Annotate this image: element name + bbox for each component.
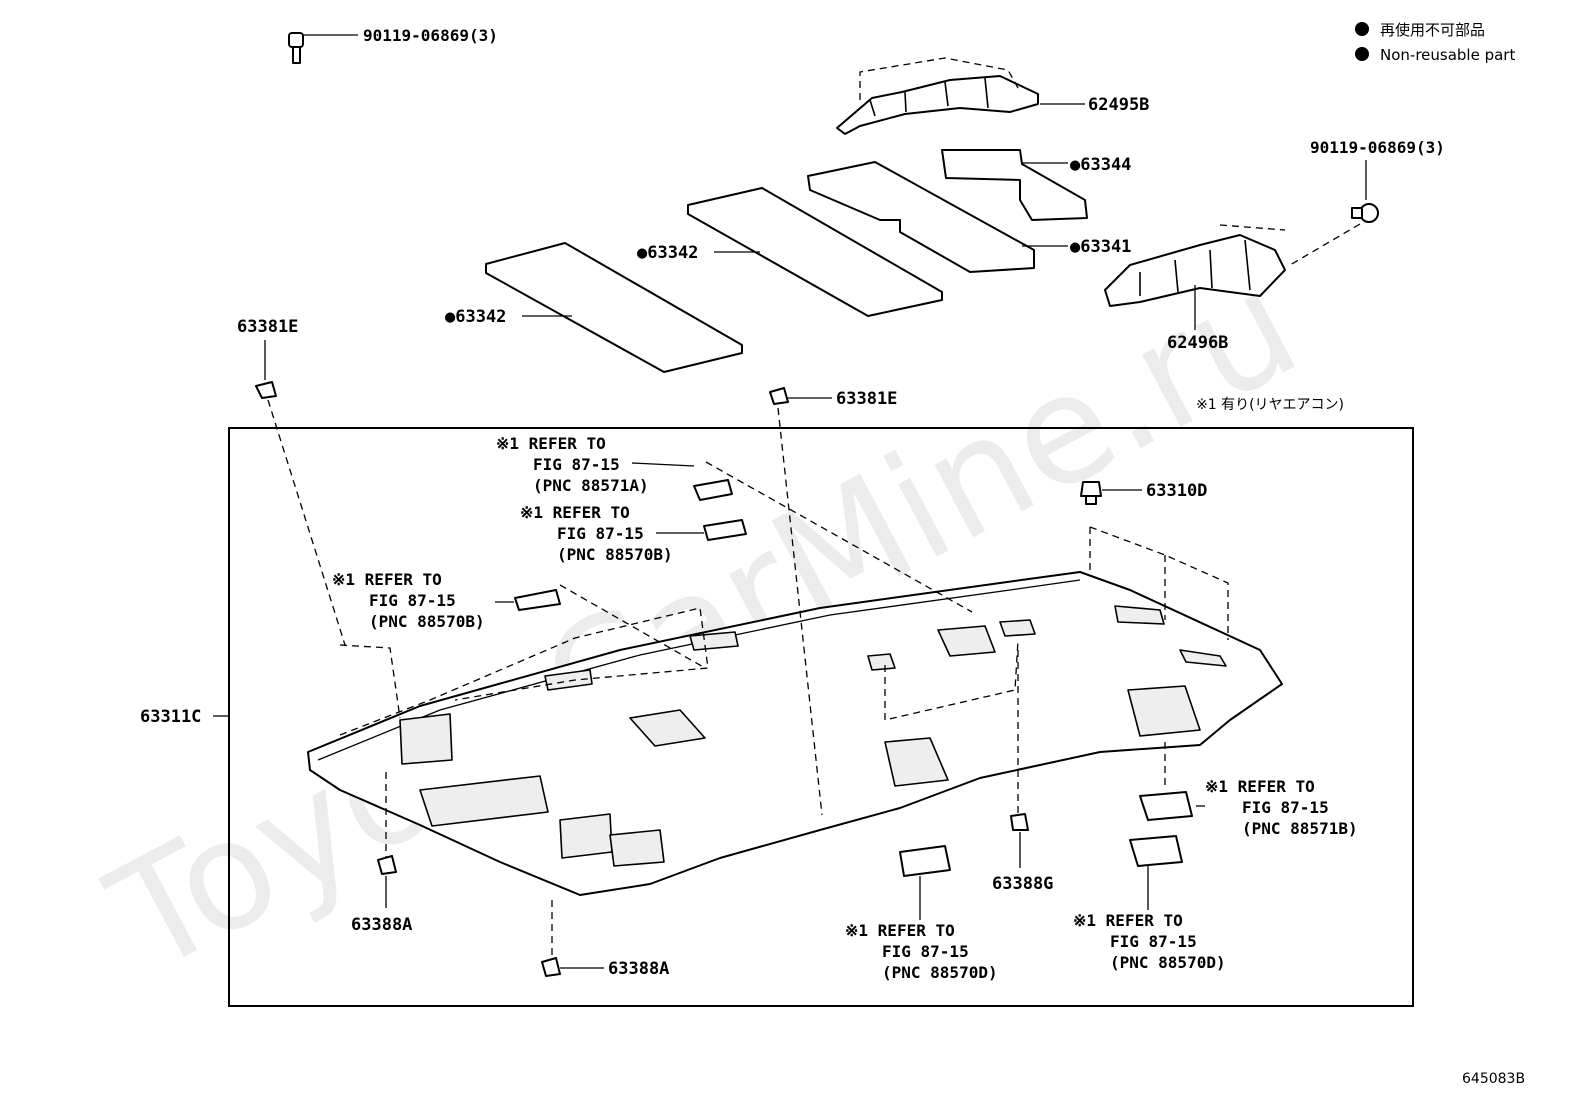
label-63381e-left[interactable]: 63381E [237,317,298,337]
ref-88571b: ※1 REFER TO FIG 87-15 (PNC 88571B) [1205,777,1358,838]
label-63311c[interactable]: 63311C [140,707,201,727]
ref-88570d-right: ※1 REFER TO FIG 87-15 (PNC 88570D) [1073,911,1226,972]
label-63310d[interactable]: 63310D [1146,481,1207,501]
svg-text:※1 REFER TO: ※1 REFER TO [1073,911,1183,930]
bolt-90119-right[interactable] [1351,203,1379,223]
label-63342-lower[interactable]: ●63342 [445,307,506,327]
ref-88571a: ※1 REFER TO FIG 87-15 (PNC 88571A) [496,434,649,495]
lamp-88570b-left[interactable] [514,589,561,611]
ref-88570b-left: ※1 REFER TO FIG 87-15 (PNC 88570B) [332,570,485,631]
label-63381e-mid[interactable]: 63381E [836,389,897,409]
clip-63388a-bottom[interactable] [541,957,561,977]
label-62495b[interactable]: 62495B [1088,95,1149,115]
svg-text:(PNC 88570B): (PNC 88570B) [369,612,485,631]
figure-number: 645083B [1462,1071,1525,1087]
svg-text:(PNC 88571A): (PNC 88571A) [533,476,649,495]
label-63388a-left[interactable]: 63388A [351,915,412,935]
label-bolt-left[interactable]: 90119-06869(3) [363,26,498,45]
ref-88570b-upper: ※1 REFER TO FIG 87-15 (PNC 88570B) [520,503,673,564]
label-62496b[interactable]: 62496B [1167,333,1228,353]
label-63341[interactable]: ●63341 [1070,237,1131,257]
lamp-88571b[interactable] [1139,791,1193,821]
bolt-90119-left[interactable] [288,32,304,64]
bracket-62495b[interactable] [836,75,1039,135]
label-63344[interactable]: ●63344 [1070,155,1131,175]
svg-text:※1 REFER TO: ※1 REFER TO [496,434,606,453]
svg-text:FIG 87-15: FIG 87-15 [533,455,620,474]
legend-en: Non-reusable part [1380,46,1515,64]
svg-text:FIG 87-15: FIG 87-15 [1110,932,1197,951]
lamp-88570b-upper[interactable] [703,519,747,541]
label-63342-upper[interactable]: ●63342 [637,243,698,263]
svg-text:(PNC 88570B): (PNC 88570B) [557,545,673,564]
clip-63388a-left[interactable] [377,855,397,875]
clip-63381e-left[interactable] [255,381,277,399]
clip-63310d[interactable] [1080,481,1102,505]
label-63388g[interactable]: 63388G [992,874,1053,894]
clip-63381e-mid[interactable] [769,387,789,405]
svg-text:FIG 87-15: FIG 87-15 [557,524,644,543]
bracket-62496b[interactable] [1104,234,1286,307]
label-bolt-right[interactable]: 90119-06869(3) [1310,138,1445,157]
pad-63342-upper[interactable] [687,187,943,317]
svg-text:※1 REFER TO: ※1 REFER TO [1205,777,1315,796]
headliner-63311c[interactable] [307,571,1283,896]
pad-63344[interactable] [941,149,1088,221]
svg-text:FIG 87-15: FIG 87-15 [1242,798,1329,817]
svg-text:FIG 87-15: FIG 87-15 [882,942,969,961]
svg-text:(PNC 88570D): (PNC 88570D) [1110,953,1226,972]
svg-text:※1 REFER TO: ※1 REFER TO [520,503,630,522]
legend: 再使用不可部品 Non-reusable part [1355,21,1515,64]
pad-63342-lower[interactable] [485,242,743,373]
legend-jp: 再使用不可部品 [1380,21,1485,39]
svg-text:※1 REFER TO: ※1 REFER TO [845,921,955,940]
svg-text:(PNC 88570D): (PNC 88570D) [882,963,998,982]
pad-63341[interactable] [807,161,1035,273]
svg-text:FIG 87-15: FIG 87-15 [369,591,456,610]
headliner-frame [228,427,1414,1007]
svg-text:※1 REFER TO: ※1 REFER TO [332,570,442,589]
ref-88570d-center: ※1 REFER TO FIG 87-15 (PNC 88570D) [845,921,998,982]
label-63388a-bottom[interactable]: 63388A [608,959,669,979]
lamp-88570d-center[interactable] [899,845,951,877]
lamp-88570d-right[interactable] [1129,835,1183,867]
note-rear-ac: ※1 有り(リヤエアコン) [1196,397,1344,413]
lamp-88571a[interactable] [693,479,733,501]
svg-text:(PNC 88571B): (PNC 88571B) [1242,819,1358,838]
clip-63388g[interactable] [1010,813,1029,831]
